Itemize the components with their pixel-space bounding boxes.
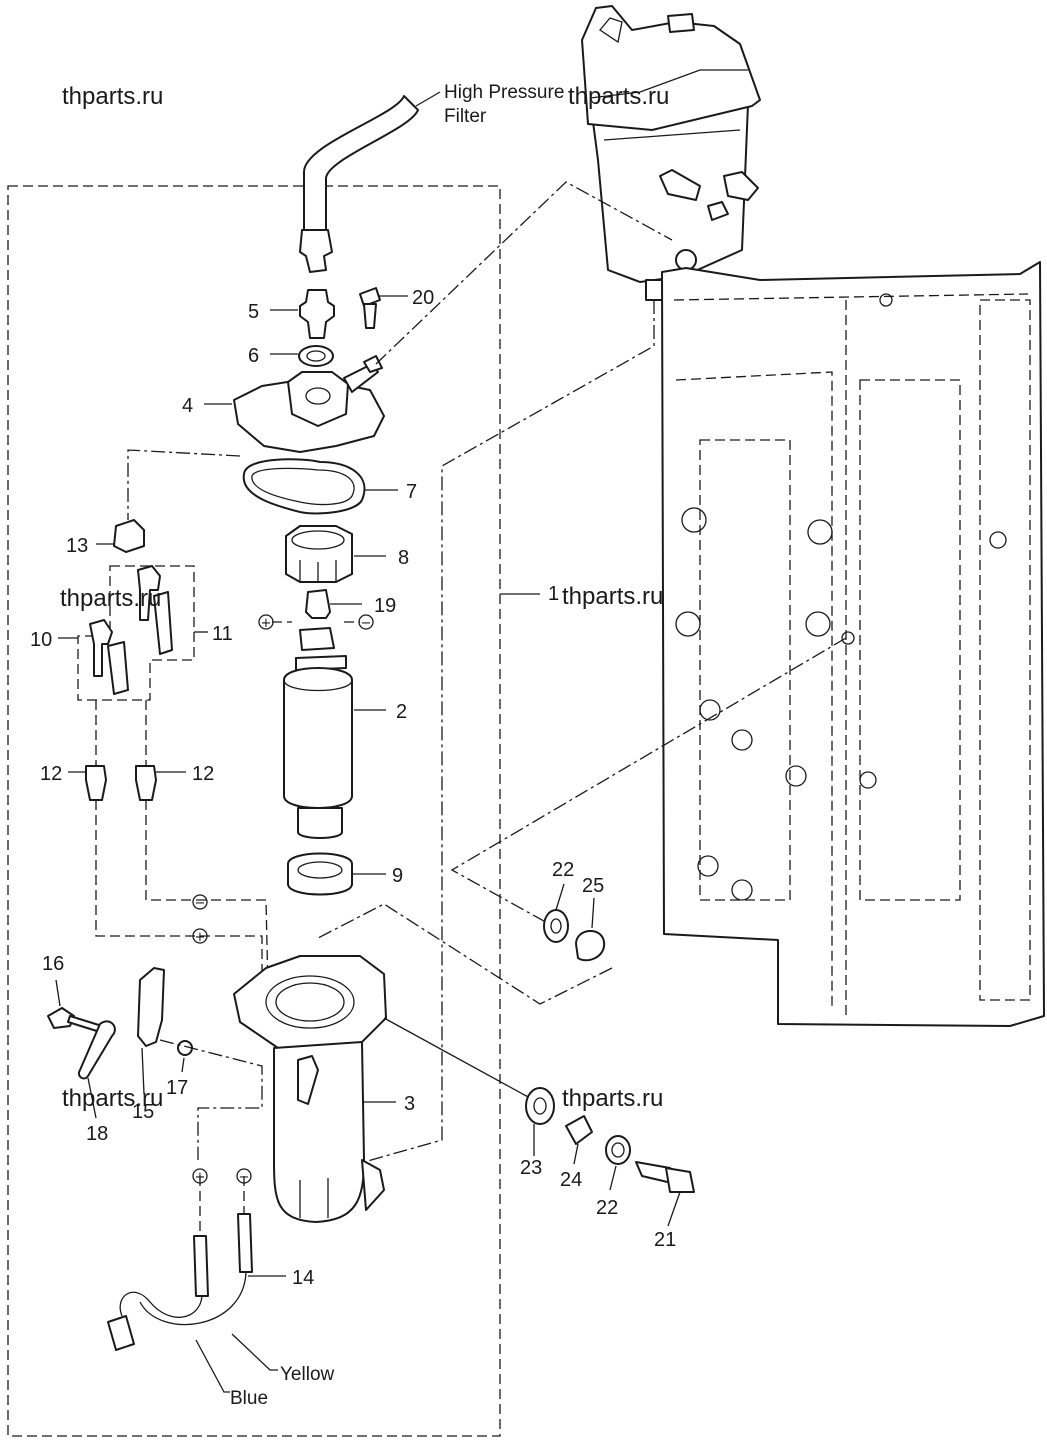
leader-23 [383, 1017, 531, 1099]
part-8-nut [285, 525, 386, 583]
part-number-23: 23 [520, 1157, 542, 1179]
watermark-3: thparts.ru [60, 585, 161, 612]
plus-symbol-pump: + [261, 616, 272, 631]
minus-symbol-pump: − [361, 616, 372, 631]
part-20-bolt [359, 287, 408, 329]
part-23-24-22-21 [525, 1087, 695, 1227]
watermark-4: thparts.ru [562, 583, 663, 610]
part-19-cap [305, 589, 362, 619]
part-number-6: 6 [248, 345, 259, 367]
part-number-4: 4 [182, 395, 193, 417]
part-3-housing [233, 955, 396, 1223]
part-number-21: 21 [654, 1229, 676, 1251]
assembly-boundary [7, 185, 501, 1437]
part-22-25-grommets [543, 883, 606, 962]
high-pressure-label: High Pressure [444, 82, 564, 103]
return-route-line [317, 637, 847, 1005]
part-number-9: 9 [392, 865, 403, 887]
part-11-terminal [77, 565, 208, 701]
part-number-11: 11 [212, 623, 233, 645]
wire-route-negative [95, 700, 269, 991]
bracket-route-line [159, 1039, 263, 1160]
part-number-19: 19 [374, 595, 396, 617]
minus-symbol-harness: − [239, 1170, 250, 1185]
high-pressure-filter [581, 5, 761, 301]
plus-symbol-route: + [195, 930, 206, 945]
part-number-18: 18 [86, 1123, 108, 1145]
watermark-2: thparts.ru [568, 83, 669, 110]
part-number-7: 7 [406, 481, 417, 503]
part-15-18-bracket [47, 967, 193, 1119]
hose-fitting [299, 229, 333, 273]
minus-symbol-route: − [195, 896, 206, 911]
fuel-line-route [375, 181, 673, 365]
part-10-terminal [58, 619, 129, 695]
part-5-fitting [270, 289, 335, 339]
part-number-16: 16 [42, 953, 64, 975]
part-number-3: 3 [404, 1093, 415, 1115]
part-number-15: 15 [132, 1101, 154, 1123]
part-number-12-left: 12 [40, 763, 62, 785]
part-number-20: 20 [412, 287, 434, 309]
part-6-washer [270, 345, 334, 367]
part-2-fuel-pump [283, 627, 386, 839]
part-number-17: 17 [166, 1077, 188, 1099]
part-number-1: 1 [548, 583, 559, 605]
part-number-8: 8 [398, 547, 409, 569]
plus-symbol-harness: + [195, 1170, 206, 1185]
part-number-12-right: 12 [192, 763, 214, 785]
watermark-1: thparts.ru [62, 83, 163, 110]
filter-label: Filter [444, 106, 487, 127]
high-pressure-hose [303, 95, 419, 233]
part-number-22-top: 22 [552, 859, 574, 881]
part-13-clip [96, 519, 145, 553]
part-number-24: 24 [560, 1169, 582, 1191]
part-4-pump-cover [204, 355, 385, 453]
part-number-13: 13 [66, 535, 88, 557]
filter-route-line [363, 300, 655, 1163]
engine-block [661, 261, 1045, 1027]
part-12-caps [68, 765, 186, 801]
part-number-2: 2 [396, 701, 407, 723]
part-9-seal [287, 852, 386, 896]
wire-route-positive [95, 800, 263, 1000]
ground-route-line [127, 449, 241, 520]
part-number-14: 14 [292, 1267, 314, 1289]
watermark-5: thparts.ru [62, 1085, 163, 1112]
part-number-22-bottom: 22 [596, 1197, 618, 1219]
part-7-gasket [242, 458, 398, 515]
watermark-6: thparts.ru [562, 1085, 663, 1112]
part-number-5: 5 [248, 301, 259, 323]
yellow-wire-label: Yellow [280, 1364, 335, 1385]
part-number-10: 10 [30, 629, 52, 651]
blue-wire-label: Blue [230, 1388, 268, 1409]
part-number-25: 25 [582, 875, 604, 897]
part-14-harness [107, 1176, 286, 1393]
